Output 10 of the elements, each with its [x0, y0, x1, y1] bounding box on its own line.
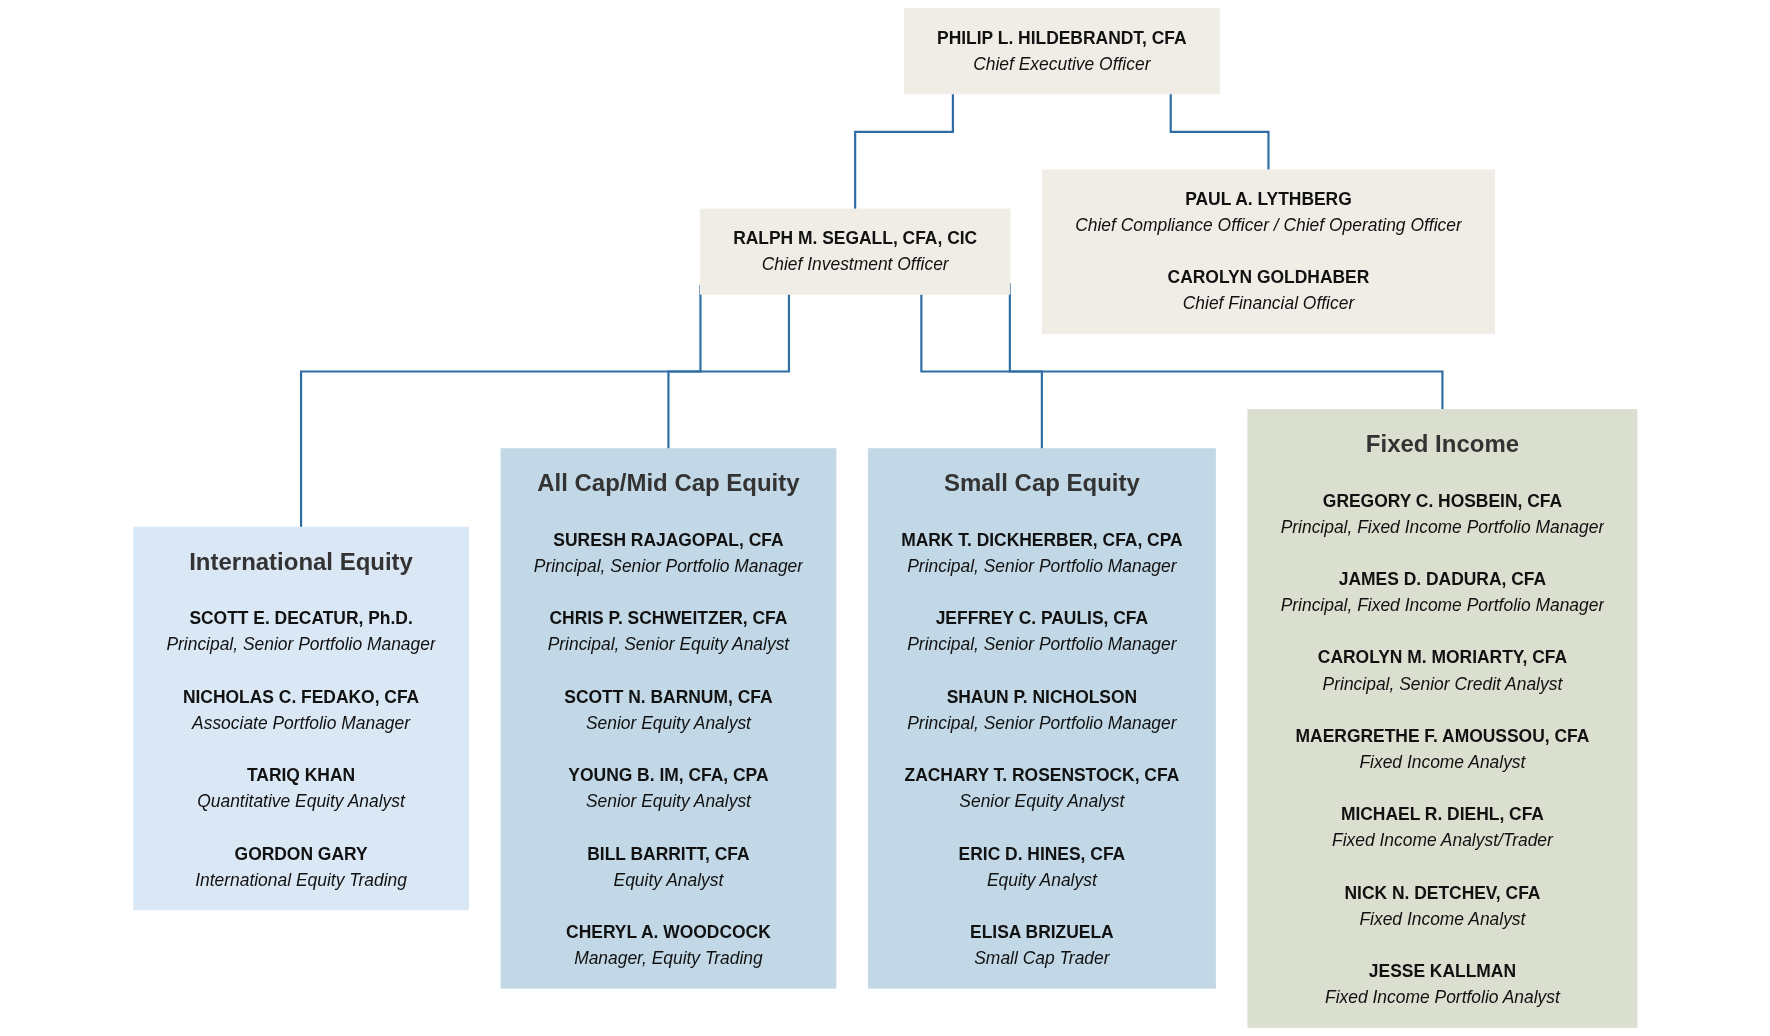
connector — [853, 93, 954, 211]
connector — [667, 294, 790, 450]
node-box: International Equity SCOTT E. DECATUR, Ph.D. Principal, Senior Portfolio Manager NICHOLAS C. FEDAKO, CFA Associate Portfolio Manager TARIQ KHAN Quantitative Equity Analyst GORDON GARY International Equity Trading — [132, 526, 469, 911]
connector — [919, 294, 1043, 450]
node-box: RALPH M. SEGALL, CFA, CIC Chief Investment Officer — [699, 208, 1011, 295]
node-box: Fixed Income GREGORY C. HOSBEIN, CFA Principal, Fixed Income Portfolio Manager JAMES D. DADURA, CFA Principal, Fixed Income Portfolio Manager CAROLYN M. MORIARTY, CFA Principal, Senior Credit Analyst MAERGRETHE F. AMOUSSOU, CFA Fixed Income Analyst MICHAEL R. DIEHL, CFA Fixed Income Analyst/Trader NICK N. DETCHEV, CFA Fixed Income Analyst JESSE KALLMAN Fixed Income Portfolio Analyst — [1247, 409, 1638, 1028]
node-box: Small Cap Equity MARK T. DICKHERBER, CFA, CPA Principal, Senior Portfolio Manager JEFFREY C. PAULIS, CFA Principal, Senior Portfolio Manager SHAUN P. NICHOLSON Principal, Senior Portfolio Manager ZACHARY T. ROSENSTOCK, CFA Senior Equity Analyst ERIC D. HINES, CFA Equity Analyst ELISA BRIZUELA Small Cap Trader — [867, 448, 1216, 989]
node-box: All Cap/Mid Cap Equity SURESH RAJAGOPAL, CFA Principal, Senior Portfolio Manager CHRIS P. SCHWEITZER, CFA Principal, Senior Equity Analyst SCOTT N. BARNUM, CFA Senior Equity Analyst YOUNG B. IM, CFA, CPA Senior Equity Analyst BILL BARRITT, CFA Equity Analyst CHERYL A. WOODCOCK Manager, Equity Trading — [500, 448, 836, 989]
node-box: PAUL A. LYTHBERG Chief Compliance Officer / Chief Operating Officer CAROLYN GOLDHABER Chief Financial Officer — [1041, 169, 1495, 334]
node-box: PHILIP L. HILDEBRANDT, CFA Chief Executive Officer — [903, 8, 1220, 95]
